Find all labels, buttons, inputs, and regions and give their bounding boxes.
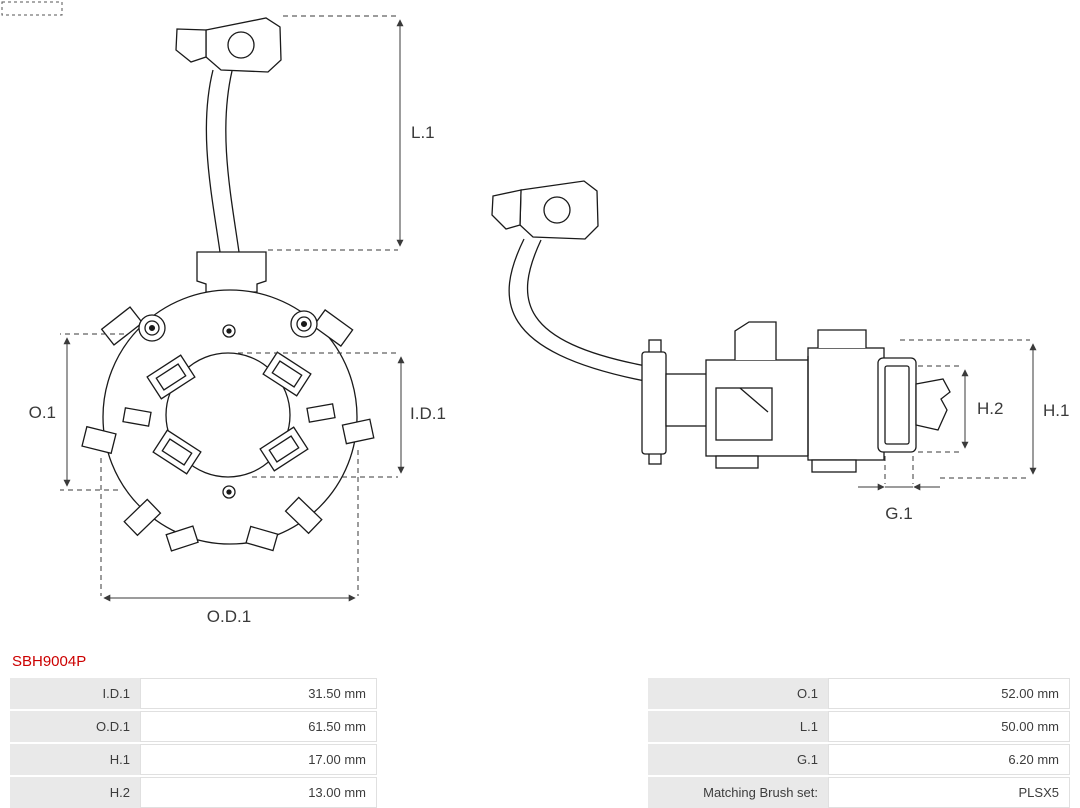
spec-row-spacer (377, 678, 648, 709)
spec-label-cell: L.1 (648, 711, 828, 742)
terminal-bracket-side (491, 180, 599, 240)
spec-row-spacer (377, 744, 648, 775)
spec-row: H.1 17.00 mm G.1 6.20 mm (10, 744, 1070, 775)
dim-label-g1: G.1 (885, 504, 912, 523)
dimension-labels-side: H.2 H.1 G.1 (885, 399, 1069, 523)
product-details: SBH9004P I.D.1 31.50 mm O.1 52.00 mm O.D… (0, 647, 1080, 808)
dimension-labels-front: L.1 O.1 I.D.1 O.D.1 (29, 123, 446, 626)
spec-label-cell: I.D.1 (10, 678, 140, 709)
neck-front (196, 251, 267, 293)
technical-drawings: L.1 O.1 I.D.1 O.D.1 (1, 1, 1069, 626)
lead-wire-side (508, 238, 647, 382)
spec-label-cell: O.1 (648, 678, 828, 709)
dim-label-l1: L.1 (411, 123, 435, 142)
spec-label-cell: Matching Brush set: (648, 777, 828, 808)
terminal-bracket-front (175, 17, 282, 73)
spec-value-cell: 31.50 mm (140, 678, 377, 709)
lead-wire-front (205, 69, 240, 253)
dimensions-front-view (60, 15, 405, 602)
part-number: SBH9004P (12, 653, 87, 670)
spec-value-cell: 17.00 mm (140, 744, 377, 775)
holder-plate-front (81, 289, 375, 552)
drawing-side-view (491, 180, 951, 473)
spec-label-cell: G.1 (648, 744, 828, 775)
spec-row: H.2 13.00 mm Matching Brush set: PLSX5 (10, 777, 1070, 808)
spec-value-cell: 6.20 mm (828, 744, 1070, 775)
drawing-front-view (81, 17, 375, 552)
spec-value-cell: 13.00 mm (140, 777, 377, 808)
spec-row-spacer (377, 711, 648, 742)
spec-value-cell: 61.50 mm (140, 711, 377, 742)
spec-label-cell: H.1 (10, 744, 140, 775)
spec-value-cell: 50.00 mm (828, 711, 1070, 742)
dimensions-side-view (858, 339, 1037, 491)
dim-label-h1: H.1 (1043, 401, 1069, 420)
spec-value-cell: 52.00 mm (828, 678, 1070, 709)
dim-label-od1: O.D.1 (207, 607, 251, 626)
spec-table: I.D.1 31.50 mm O.1 52.00 mm O.D.1 61.50 … (10, 678, 1070, 808)
spec-row: I.D.1 31.50 mm O.1 52.00 mm (10, 678, 1070, 709)
holder-body-side (641, 321, 951, 473)
spec-row: O.D.1 61.50 mm L.1 50.00 mm (10, 711, 1070, 742)
spec-value-cell: PLSX5 (828, 777, 1070, 808)
dim-label-o1: O.1 (29, 403, 56, 422)
spec-label-cell: O.D.1 (10, 711, 140, 742)
corner-artifact (1, 1, 63, 16)
dim-label-h2: H.2 (977, 399, 1003, 418)
dim-label-id1: I.D.1 (410, 404, 446, 423)
spec-row-spacer (377, 777, 648, 808)
screw-posts (138, 310, 318, 499)
brush-boxes-front (146, 351, 312, 475)
spec-label-cell: H.2 (10, 777, 140, 808)
